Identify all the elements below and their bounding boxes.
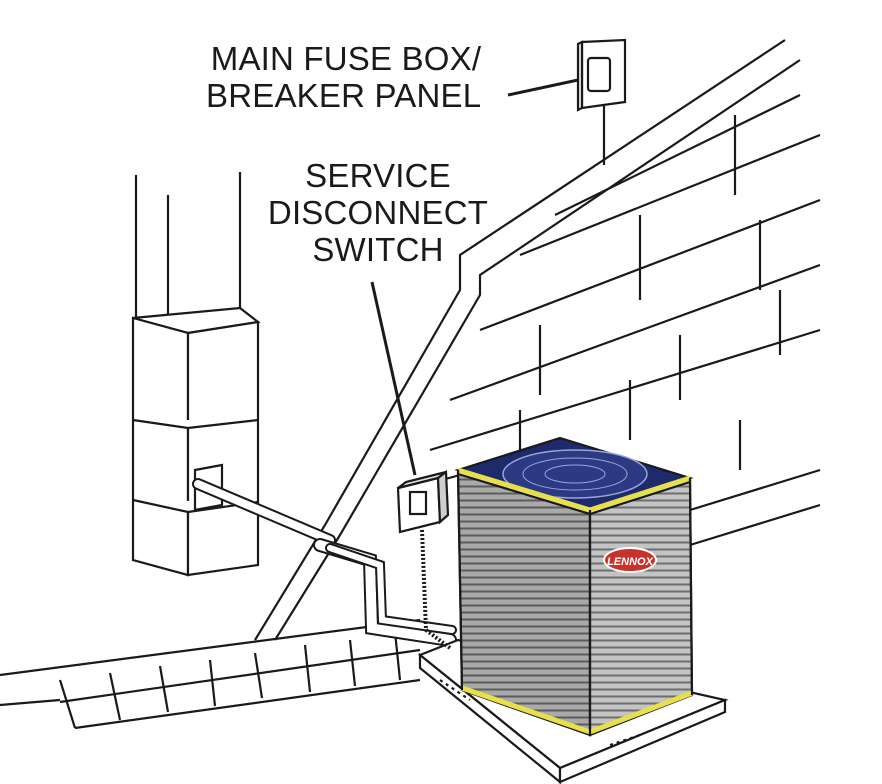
- lennox-badge: LENNOX: [603, 547, 657, 573]
- service-disconnect-switch: [370, 281, 452, 650]
- ac-condenser-unit: [454, 436, 694, 737]
- main-fuse-box-label: MAIN FUSE BOX/ BREAKER PANEL: [206, 40, 481, 114]
- service-disconnect-label: SERVICE DISCONNECT SWITCH: [258, 157, 498, 268]
- label-line: SERVICE: [305, 157, 451, 194]
- foundation: [0, 618, 421, 730]
- badge-text: LENNOX: [607, 556, 654, 568]
- main-fuse-box: [507, 38, 627, 165]
- refrigerant-lines: [192, 478, 457, 647]
- label-line: MAIN FUSE BOX/: [210, 40, 482, 77]
- vertical-duct: [131, 172, 261, 577]
- house-wall: [254, 39, 821, 641]
- label-line: BREAKER PANEL: [206, 77, 482, 114]
- label-line: DISCONNECT: [267, 194, 489, 231]
- label-line: SWITCH: [312, 231, 444, 268]
